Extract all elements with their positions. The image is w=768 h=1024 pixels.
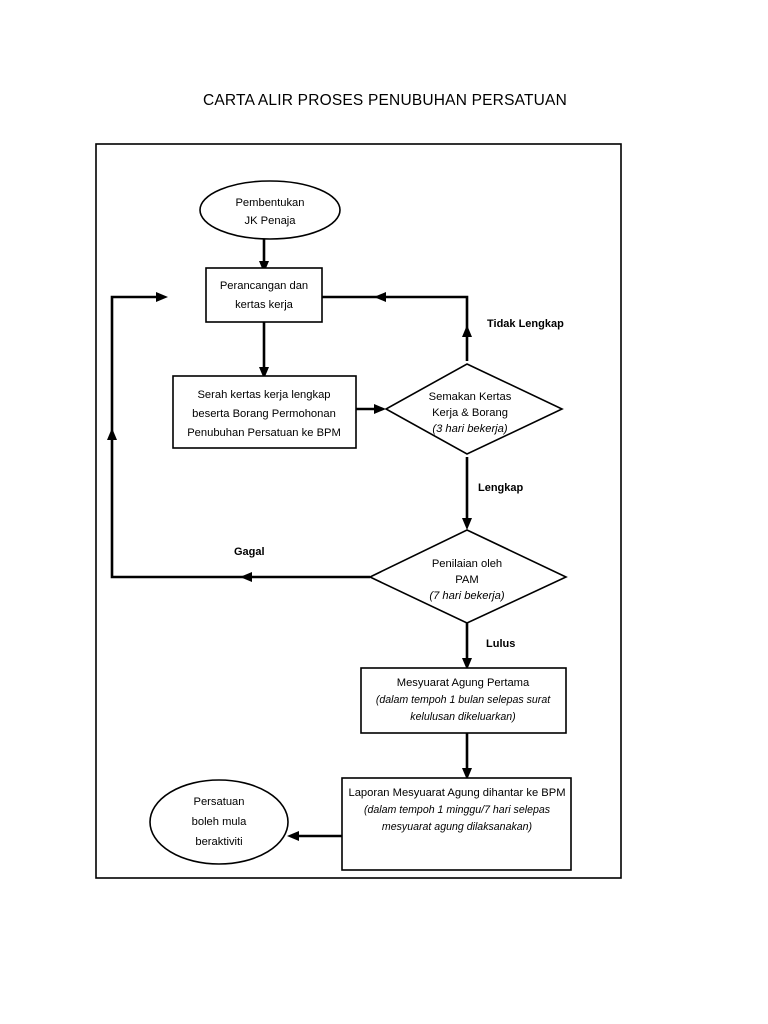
node-start-line-2: JK Penaja [245,215,297,227]
node-end-line-3: beraktiviti [195,836,242,848]
connector-submit-to-check [356,404,386,414]
node-assess-line-2: PAM [455,574,478,586]
node-report-laporan-mesyuarat-agung[interactable]: Laporan Mesyuarat Agung dihantar ke BPM … [341,777,572,871]
node-report-line-1: Laporan Mesyuarat Agung dihantar ke BPM [348,787,565,799]
connector-planning-to-submit [259,322,269,379]
arrow-head-down [259,367,269,379]
edge-label-gagal: Gagal [234,546,265,558]
connector-check-lengkap-to-assess [462,457,472,530]
node-decision-semakan-kertas-kerja-borang[interactable]: Semakan Kertas Kerja & Borang (3 hari be… [384,363,564,455]
connector-assess-lulus-to-agm [462,623,472,670]
node-start-line-1: Pembentukan [235,197,304,209]
arrow-head-down [462,658,472,670]
connector-report-to-end [287,831,342,841]
connector-assess-gagal-to-planning [107,292,370,582]
ellipse-shape [149,779,289,865]
rect-shape [205,267,323,323]
node-agm-mesyuarat-agung-pertama[interactable]: Mesyuarat Agung Pertama (dalam tempoh 1 … [360,667,567,734]
edge-label-lulus: Lulus [486,638,515,650]
arrow-head-up [107,428,117,440]
node-check-line-1: Semakan Kertas [429,391,512,403]
edge-label-tidak-lengkap: Tidak Lengkap [487,318,564,330]
node-start-pembentukan-jk-penaja[interactable]: Pembentukan JK Penaja [199,180,341,240]
node-assess-line-3: (7 hari bekerja) [429,590,505,602]
node-check-line-2: Kerja & Borang [432,407,508,419]
diamond-shape [368,529,568,624]
node-submit-line-2: beserta Borang Permohonan [192,408,336,420]
node-end-persatuan-boleh-mula-beraktiviti[interactable]: Persatuan boleh mula beraktiviti [149,779,289,865]
node-submit-serah-kertas-kerja[interactable]: Serah kertas kerja lengkap beserta Boran… [172,375,357,449]
arrow-head-down [462,518,472,530]
node-decision-penilaian-oleh-pam[interactable]: Penilaian oleh PAM (7 hari bekerja) [368,529,568,624]
arrow-head-left [240,572,252,582]
node-submit-line-3: Penubuhan Persatuan ke BPM [187,427,341,439]
arrow-head-left [287,831,299,841]
rect-shape [172,375,357,449]
node-submit-line-1: Serah kertas kerja lengkap [197,389,330,401]
arrow-head-right [374,404,386,414]
diagram-frame [95,143,622,879]
node-planning-line-2: kertas kerja [235,299,294,311]
node-report-line-3: mesyuarat agung dilaksanakan) [382,821,532,833]
arrow-head-down [462,768,472,780]
node-assess-line-1: Penilaian oleh [432,558,502,570]
node-end-line-2: boleh mula [192,816,248,828]
node-planning-perancangan-kertas-kerja[interactable]: Perancangan dan kertas kerja [205,267,323,323]
node-check-line-3: (3 hari bekerja) [432,423,508,435]
node-report-line-2: (dalam tempoh 1 minggu/7 hari selepas [364,804,551,816]
edge-label-lengkap: Lengkap [478,482,524,494]
node-end-line-1: Persatuan [194,796,245,808]
arrow-head-right [156,292,168,302]
node-agm-line-2: (dalam tempoh 1 bulan selepas surat [376,694,551,706]
connector-agm-to-report [462,733,472,780]
connector-start-to-planning [259,239,269,273]
page-title: CARTA ALIR PROSES PENUBUHAN PERSATUAN [203,92,567,109]
diamond-shape [384,363,564,455]
arrow-head-left [374,292,386,302]
node-agm-line-1: Mesyuarat Agung Pertama [397,677,530,689]
connector-check-tidak-lengkap-to-planning [322,292,472,361]
arrow-head-down [259,261,269,273]
arrow-head-up [462,325,472,337]
rect-shape [341,777,572,871]
rect-shape [360,667,567,734]
ellipse-shape [199,180,341,240]
node-agm-line-3: kelulusan dikeluarkan) [410,711,515,723]
node-planning-line-1: Perancangan dan [220,280,308,292]
